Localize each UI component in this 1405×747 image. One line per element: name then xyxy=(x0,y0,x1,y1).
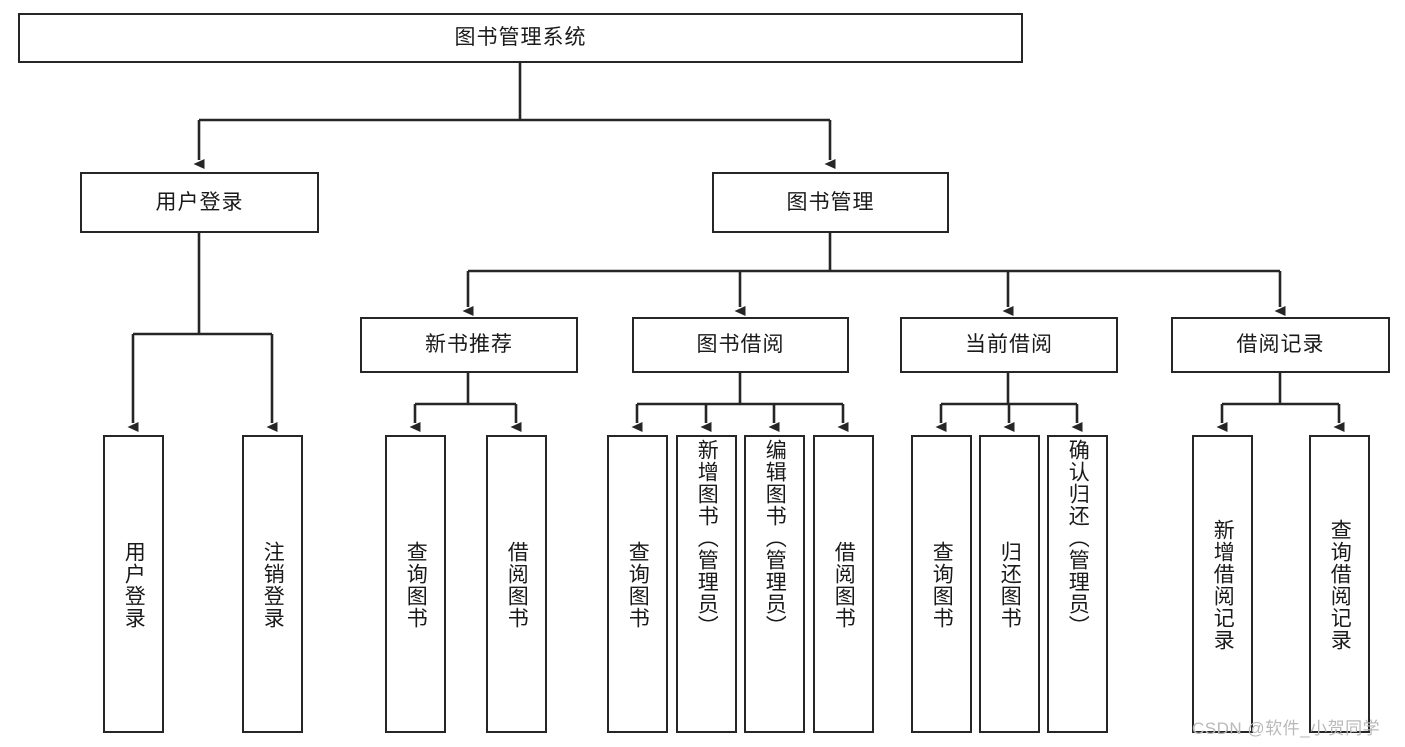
node-new-book-recommend[interactable]: 新书推荐 xyxy=(360,317,578,373)
leaf-new-books-borrow[interactable]: 借阅图书 xyxy=(486,435,547,733)
node-current-borrow[interactable]: 当前借阅 xyxy=(900,317,1118,373)
node-borrow-record-label: 借阅记录 xyxy=(1236,333,1325,357)
leaf-label: 查询图书 xyxy=(626,541,650,629)
leaf-label: 借阅图书 xyxy=(832,541,856,629)
leaf-label: 查询借阅记录 xyxy=(1328,519,1352,651)
leaf-user-login-signout[interactable]: 注销登录 xyxy=(242,435,303,733)
leaf-book-borrow-lend[interactable]: 借阅图书 xyxy=(813,435,874,733)
leaf-label: 注销登录 xyxy=(261,541,285,629)
leaf-book-borrow-add[interactable]: 新增图书（管理员） xyxy=(676,435,737,733)
leaf-current-borrow-return[interactable]: 归还图书 xyxy=(979,435,1040,733)
node-book-borrow-label: 图书借阅 xyxy=(696,333,785,357)
node-book-management-label: 图书管理 xyxy=(786,190,875,214)
leaf-label: 新增图书（管理员） xyxy=(695,439,719,637)
node-book-borrow[interactable]: 图书借阅 xyxy=(632,317,849,373)
leaf-current-borrow-query[interactable]: 查询图书 xyxy=(911,435,972,733)
leaf-user-login-signin[interactable]: 用户登录 xyxy=(103,435,164,733)
leaf-current-borrow-confirm[interactable]: 确认归还（管理员） xyxy=(1047,435,1108,733)
leaf-label: 查询图书 xyxy=(930,541,954,629)
leaf-book-borrow-query[interactable]: 查询图书 xyxy=(607,435,668,733)
leaf-label: 确认归还（管理员） xyxy=(1066,439,1090,637)
node-current-borrow-label: 当前借阅 xyxy=(965,333,1053,357)
leaf-label: 新增借阅记录 xyxy=(1211,519,1235,651)
leaf-book-borrow-edit[interactable]: 编辑图书（管理员） xyxy=(744,435,805,733)
leaf-label: 编辑图书（管理员） xyxy=(763,439,787,637)
node-root[interactable]: 图书管理系统 xyxy=(18,13,1023,63)
node-borrow-record[interactable]: 借阅记录 xyxy=(1171,317,1390,373)
leaf-label: 查询图书 xyxy=(404,541,428,629)
leaf-label: 归还图书 xyxy=(998,541,1022,629)
node-user-login-label: 用户登录 xyxy=(155,190,244,214)
node-root-label: 图书管理系统 xyxy=(454,26,587,50)
leaf-new-books-query[interactable]: 查询图书 xyxy=(385,435,446,733)
node-new-book-recommend-label: 新书推荐 xyxy=(425,333,513,357)
leaf-label: 用户登录 xyxy=(122,541,146,629)
node-user-login[interactable]: 用户登录 xyxy=(80,172,319,233)
leaf-borrow-record-add[interactable]: 新增借阅记录 xyxy=(1192,435,1253,733)
node-book-management[interactable]: 图书管理 xyxy=(712,172,949,233)
leaf-label: 借阅图书 xyxy=(505,541,529,629)
leaf-borrow-record-query[interactable]: 查询借阅记录 xyxy=(1309,435,1370,733)
